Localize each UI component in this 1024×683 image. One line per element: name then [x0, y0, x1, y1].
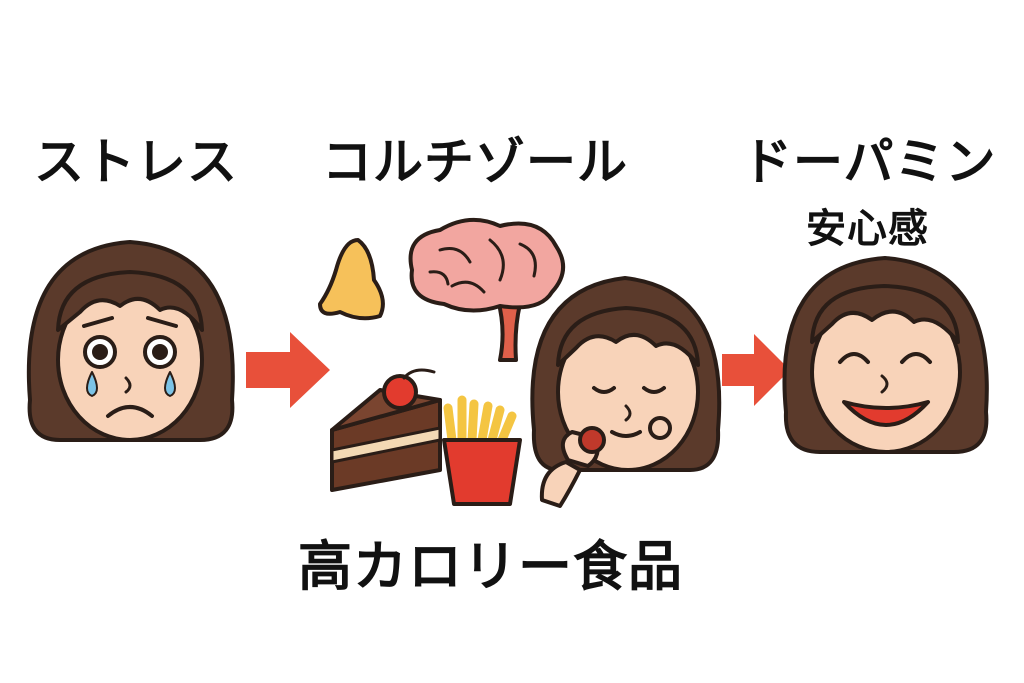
- label-dopamine: ドーパミン: [742, 133, 997, 191]
- arrow-right-icon: [246, 332, 330, 408]
- label-stress: ストレス: [34, 133, 238, 191]
- label-high-calorie-food: 高カロリー食品: [298, 535, 683, 598]
- adrenal-gland-icon: [318, 238, 385, 321]
- eating-face-icon: [530, 276, 722, 508]
- brain-icon: [408, 217, 565, 362]
- happy-face-icon: [782, 256, 989, 454]
- arrow-right-icon: [722, 334, 790, 406]
- label-cortisol: コルチゾール: [322, 133, 628, 191]
- fries-icon: [442, 395, 522, 506]
- stressed-face-icon: [26, 240, 235, 442]
- cake-icon: [330, 368, 442, 492]
- label-relief: 安心感: [806, 206, 929, 252]
